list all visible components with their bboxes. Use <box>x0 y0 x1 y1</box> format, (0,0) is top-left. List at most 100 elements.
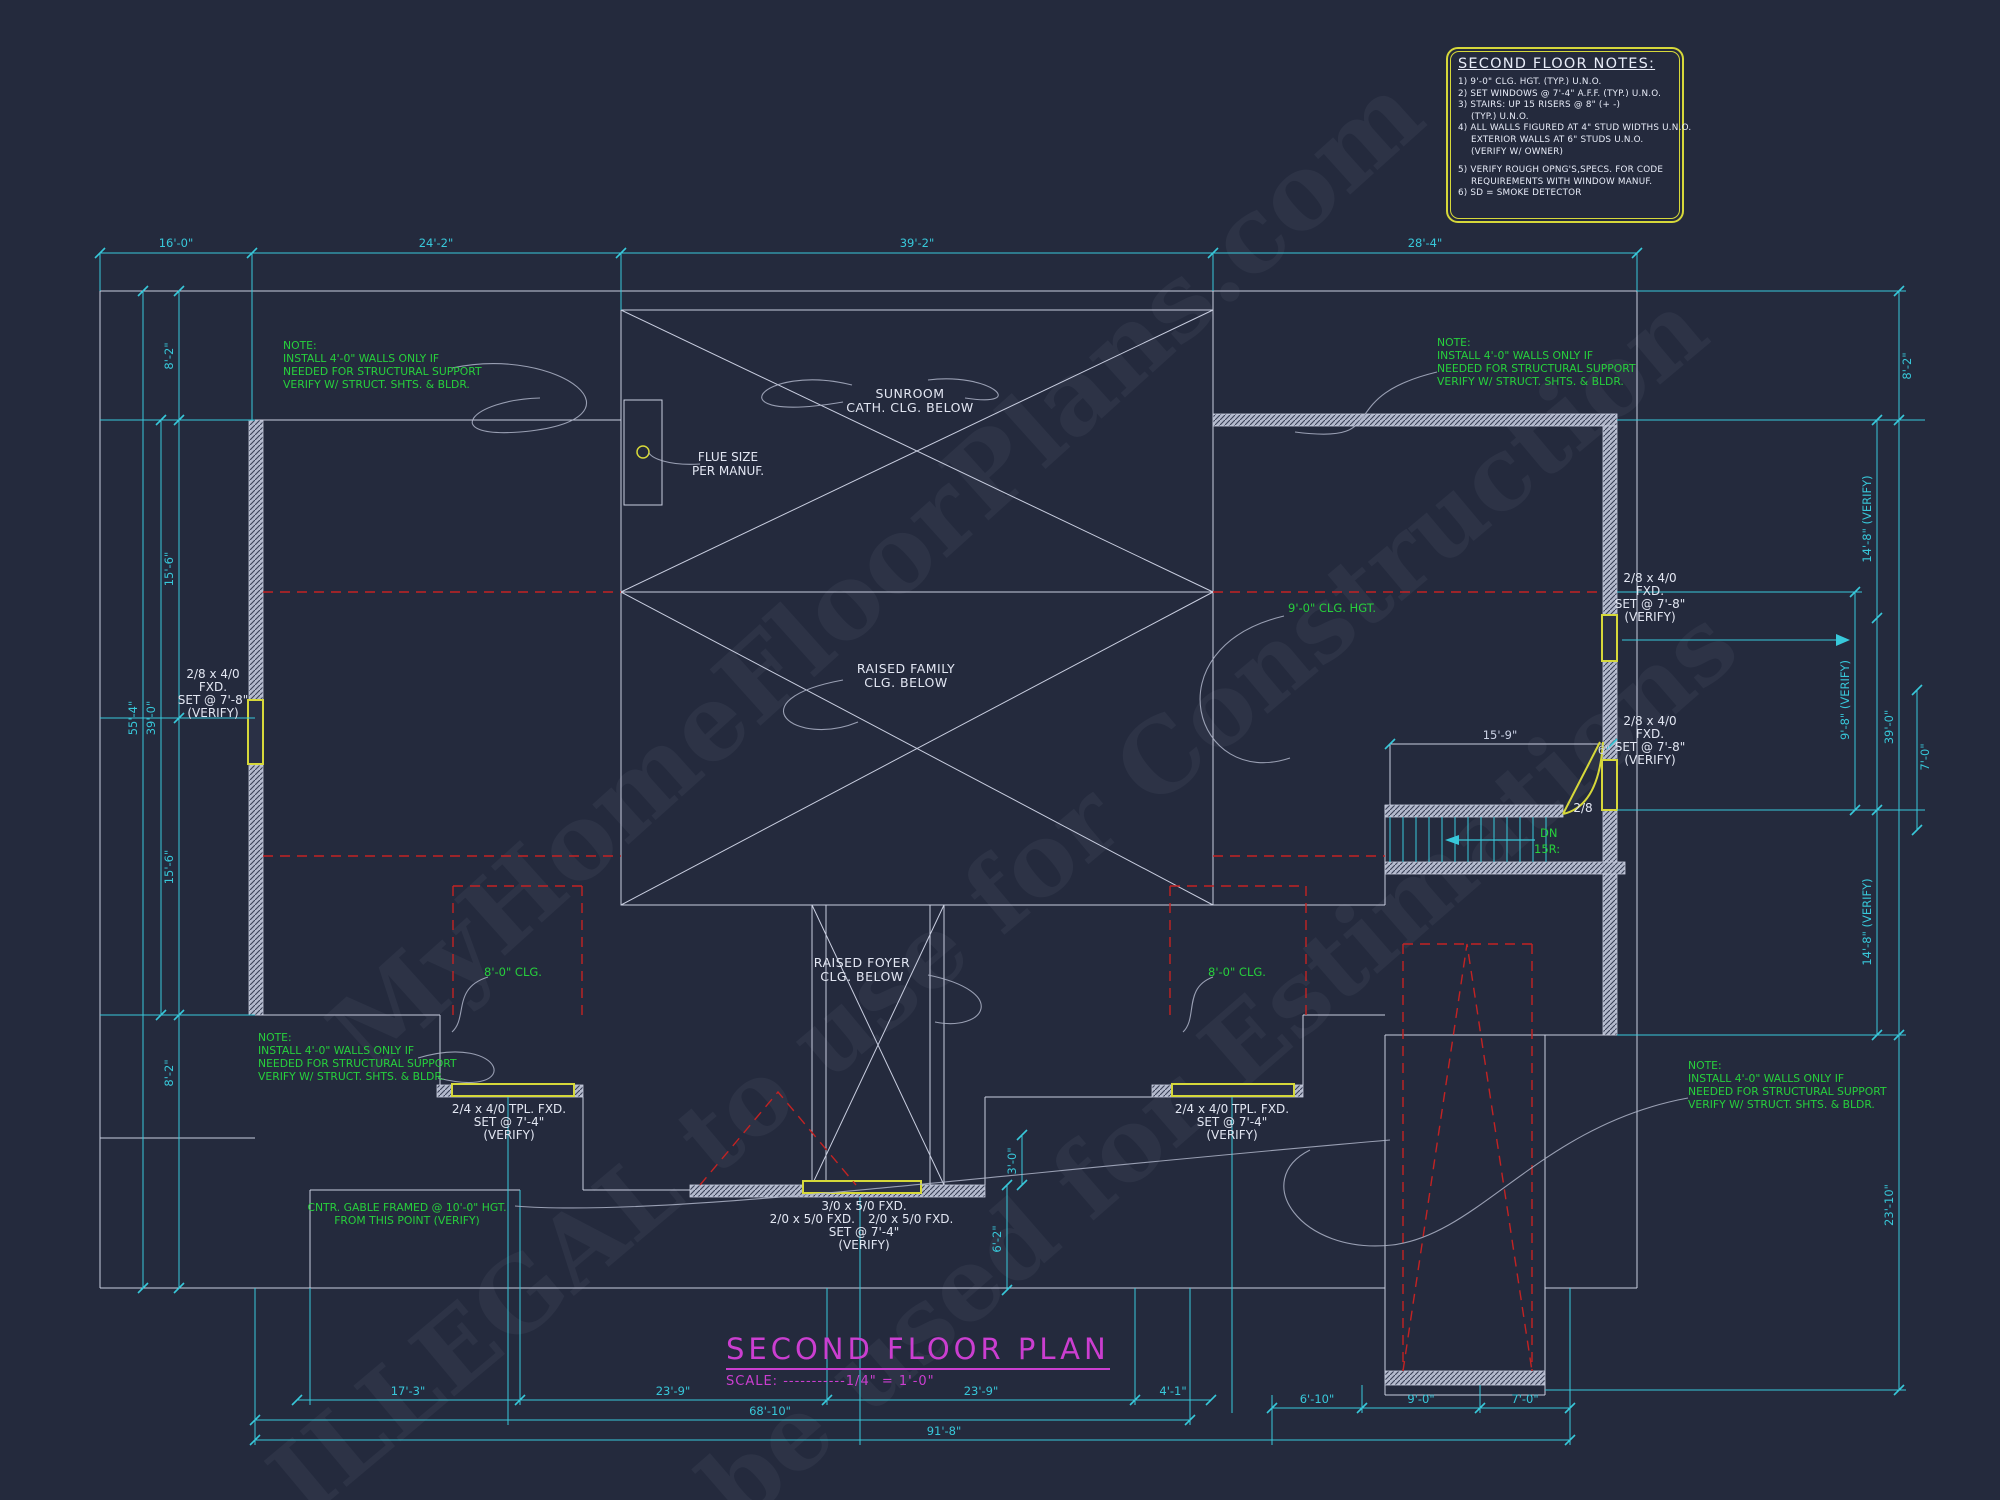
window-right-lower <box>1601 759 1618 811</box>
dim-bottom-68-10: 68'-10" <box>749 1404 791 1418</box>
notes-box-title: SECOND FLOOR NOTES: <box>1458 56 1656 72</box>
label-8-0-clg-left: 8'-0" CLG. <box>484 965 542 979</box>
note-br-l3: NEEDED FOR STRUCTURAL SUPPORT <box>1688 1085 1887 1098</box>
note-line-4b: EXTERIOR WALLS AT 6" STUDS U.N.O. <box>1471 134 1644 145</box>
dim-right-39-0: 39'-0" <box>1882 710 1896 745</box>
watermark: MyHomeFloorPlans.com ILLEGAL to use for … <box>247 51 1759 1500</box>
window-spec-left-l3: SET @ 7'-8" <box>178 693 249 707</box>
room-label-sunroom-sub: CATH. CLG. BELOW <box>846 400 974 415</box>
window-spec-left: 2/8 x 4/0 FXD. SET @ 7'-8" (VERIFY) <box>178 667 249 720</box>
room-label-foyer-sub: CLG. BELOW <box>820 969 904 984</box>
note-br-l1: NOTE: <box>1688 1059 1722 1072</box>
dim-bottom-6-10: 6'-10" <box>1300 1392 1335 1406</box>
dimension-lines <box>99 252 1925 1445</box>
window-spec-bl-l3: (VERIFY) <box>483 1128 534 1142</box>
stairs <box>1389 817 1547 862</box>
window-spec-bl-l1: 2/4 x 4/0 TPL. FXD. <box>452 1102 566 1116</box>
note-line-5b: REQUIREMENTS WITH WINDOW MANUF. <box>1471 176 1653 187</box>
note-tr-l4: VERIFY W/ STRUCT. SHTS. & BLDR. <box>1437 375 1624 388</box>
window-bottom-left <box>451 1083 575 1097</box>
window-spec-br-l3: (VERIFY) <box>1206 1128 1257 1142</box>
window-spec-rl-l2: FXD. <box>1636 727 1664 741</box>
dimension-labels: 16'-0" 24'-2" 39'-2" 28'-4" 8'-2" 15'-6"… <box>126 236 1932 1438</box>
window-spec-bottom-left: 2/4 x 4/0 TPL. FXD. SET @ 7'-4" (VERIFY) <box>452 1102 566 1142</box>
note-tr-l2: INSTALL 4'-0" WALLS ONLY IF <box>1437 349 1593 362</box>
window-spec-bottom-right: 2/4 x 4/0 TPL. FXD. SET @ 7'-4" (VERIFY) <box>1175 1102 1289 1142</box>
window-spec-bc-l2: 2/0 x 5/0 FXD. <box>770 1212 855 1226</box>
note-br-l4: VERIFY W/ STRUCT. SHTS. & BLDR. <box>1688 1098 1875 1111</box>
green-annotations: NOTE: INSTALL 4'-0" WALLS ONLY IF NEEDED… <box>258 336 1887 1227</box>
note-bl-l2: INSTALL 4'-0" WALLS ONLY IF <box>258 1044 414 1057</box>
dim-left-55-4: 55'-4" <box>126 701 140 736</box>
dim-left-8-2-top: 8'-2" <box>162 342 176 369</box>
dim-right-23-10: 23'-10" <box>1882 1184 1896 1226</box>
label-flue-size: FLUE SIZE <box>698 450 758 464</box>
page-title: SECOND FLOOR PLAN <box>726 1332 1110 1370</box>
dim-stairs-15-9: 15'-9" <box>1483 728 1518 742</box>
window-right-upper <box>1601 614 1618 662</box>
dim-left-15-6-upper: 15'-6" <box>162 552 176 587</box>
note-bottom-left: NOTE: INSTALL 4'-0" WALLS ONLY IF NEEDED… <box>258 1031 457 1083</box>
note-top-left: NOTE: INSTALL 4'-0" WALLS ONLY IF NEEDED… <box>283 339 482 391</box>
dim-bottom-23-9b: 23'-9" <box>964 1384 999 1398</box>
window-spec-rl-l1: 2/8 x 4/0 <box>1623 714 1676 728</box>
dim-left-8-2-bottom: 8'-2" <box>162 1059 176 1086</box>
dim-bottom-17-3: 17'-3" <box>391 1384 426 1398</box>
room-label-family: RAISED FAMILY <box>857 661 955 676</box>
dim-right-7-0: 7'-0" <box>1918 743 1932 770</box>
windows-and-doors <box>247 445 1618 1194</box>
window-spec-right-lower: 2/8 x 4/0 FXD. SET @ 7'-8" (VERIFY) <box>1615 714 1686 767</box>
note-tr-l3: NEEDED FOR STRUCTURAL SUPPORT <box>1437 362 1636 375</box>
window-spec-rl-l4: (VERIFY) <box>1624 753 1675 767</box>
window-spec-br-l1: 2/4 x 4/0 TPL. FXD. <box>1175 1102 1289 1116</box>
window-spec-bc-l5: (VERIFY) <box>838 1238 889 1252</box>
leader-lines <box>417 363 1689 1247</box>
note-tl-l2: INSTALL 4'-0" WALLS ONLY IF <box>283 352 439 365</box>
room-label-foyer: RAISED FOYER <box>814 955 910 970</box>
window-spec-left-l4: (VERIFY) <box>187 706 238 720</box>
note-bl-l1: NOTE: <box>258 1031 292 1044</box>
label-gable-l2: FROM THIS POINT (VERIFY) <box>334 1214 480 1227</box>
label-gable-l1: CNTR. GABLE FRAMED @ 10'-0" HGT. <box>307 1201 506 1214</box>
note-line-1: 1) 9'-0" CLG. HGT. (TYP.) U.N.O. <box>1458 77 1602 87</box>
window-spec-right-upper: 2/8 x 4/0 FXD. SET @ 7'-8" (VERIFY) <box>1615 571 1686 624</box>
label-8-0-clg-right: 8'-0" CLG. <box>1208 965 1266 979</box>
window-spec-rl-l3: SET @ 7'-8" <box>1615 740 1686 754</box>
window-spec-bc-l1: 3/0 x 5/0 FXD. <box>821 1199 906 1213</box>
label-9-0-clg-hgt: 9'-0" CLG. HGT. <box>1288 601 1376 615</box>
window-bottom-right <box>1171 1083 1295 1097</box>
window-bottom-center <box>802 1180 922 1194</box>
dim-bottom-91-8: 91'-8" <box>927 1424 962 1438</box>
dim-top-39-2: 39'-2" <box>900 236 935 250</box>
window-spec-left-l2: FXD. <box>199 680 227 694</box>
dim-left-39-0: 39'-0" <box>144 701 158 736</box>
notes-box-inner: SECOND FLOOR NOTES: 1) 9'-0" CLG. HGT. (… <box>1450 51 1692 219</box>
note-tl-l3: NEEDED FOR STRUCTURAL SUPPORT <box>283 365 482 378</box>
note-bl-l3: NEEDED FOR STRUCTURAL SUPPORT <box>258 1057 457 1070</box>
note-bl-l4: VERIFY W/ STRUCT. SHTS. & BLDR. <box>258 1070 445 1083</box>
window-spec-br-l2: SET @ 7'-4" <box>1197 1115 1268 1129</box>
note-tr-l1: NOTE: <box>1437 336 1471 349</box>
note-line-6: 6) SD = SMOKE DETECTOR <box>1458 188 1582 199</box>
door-label-2-8: 2/8 <box>1573 801 1592 815</box>
room-labels: SUNROOM CATH. CLG. BELOW FLUE SIZE PER M… <box>692 386 974 984</box>
dim-right-14-8-lower: 14'-8" (VERIFY) <box>1860 878 1874 965</box>
dim-door-6in: 6" <box>1598 743 1611 757</box>
room-label-sunroom: SUNROOM <box>875 386 944 401</box>
note-line-5: 5) VERIFY ROUGH OPNG'S,SPECS. FOR CODE <box>1458 165 1664 176</box>
room-label-family-sub: CLG. BELOW <box>864 675 948 690</box>
dim-bottom-4-1: 4'-1" <box>1159 1384 1186 1398</box>
label-stairs-15r: 15R: <box>1534 842 1560 856</box>
note-line-4c: (VERIFY W/ OWNER) <box>1471 146 1564 157</box>
door-swing <box>1562 741 1604 815</box>
dim-right-14-8-upper: 14'-8" (VERIFY) <box>1860 475 1874 562</box>
window-spec-ru-l1: 2/8 x 4/0 <box>1623 571 1676 585</box>
note-line-4: 4) ALL WALLS FIGURED AT 4" STUD WIDTHS U… <box>1458 123 1692 134</box>
window-spec-ru-l3: SET @ 7'-8" <box>1615 597 1686 611</box>
dim-3-0: 3'-0" <box>1005 1147 1019 1174</box>
note-bottom-right: NOTE: INSTALL 4'-0" WALLS ONLY IF NEEDED… <box>1688 1059 1887 1111</box>
window-spec-bc-l4: SET @ 7'-4" <box>829 1225 900 1239</box>
window-spec-left-l1: 2/8 x 4/0 <box>186 667 239 681</box>
dim-bottom-7-0: 7'-0" <box>1511 1392 1538 1406</box>
title-block: SECOND FLOOR PLAN SCALE: -----------1/4"… <box>726 1332 1110 1389</box>
